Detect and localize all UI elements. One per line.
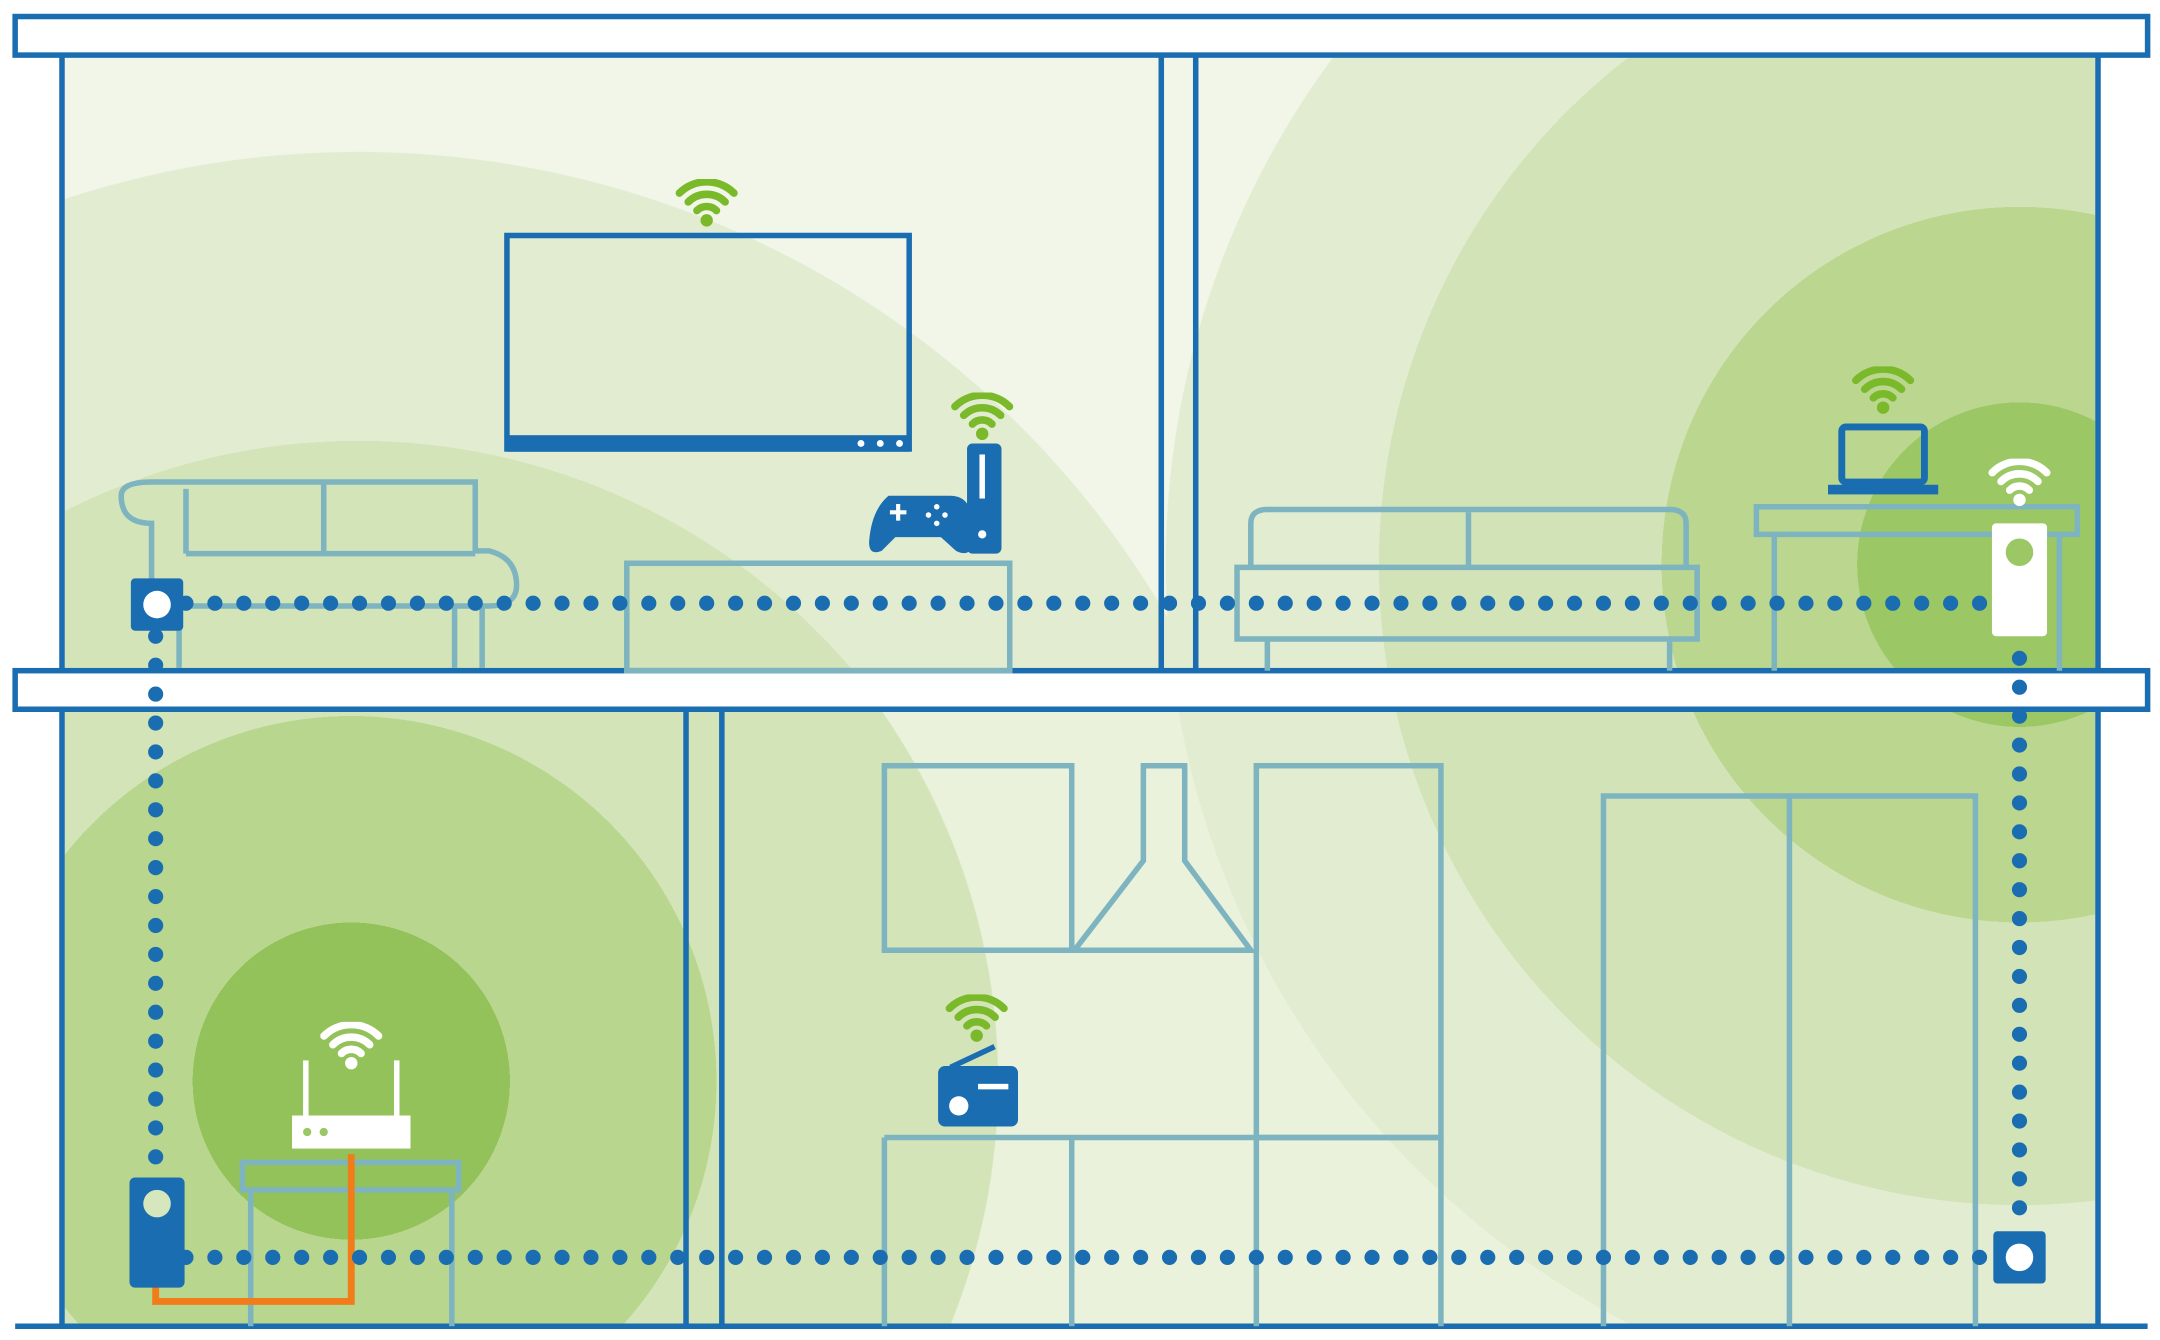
bed-icon — [1234, 506, 1700, 671]
coverage-right-upper — [64, 57, 2096, 670]
powerline-adapter-router-icon — [129, 1177, 185, 1288]
powerline-adapter-icon — [130, 578, 184, 631]
router-icon — [292, 1060, 411, 1149]
sofa-icon — [118, 479, 520, 668]
radio-icon — [938, 1044, 1019, 1127]
gamepad-icon — [869, 495, 973, 554]
tv-icon — [504, 232, 912, 452]
wardrobe-icon — [1600, 793, 1979, 1327]
wifi-powerline-adapter-icon — [1991, 523, 2048, 637]
coverage-zones — [64, 57, 2096, 1324]
powerline-adapter-icon — [1993, 1231, 2046, 1284]
game-console-icon — [967, 443, 1002, 554]
coverage-left-lower — [64, 710, 2096, 1324]
kitchen-icon — [881, 762, 1444, 1327]
tv-stand — [624, 560, 1013, 674]
laptop-icon — [1828, 423, 1939, 495]
powerline-dotted-link — [148, 595, 2028, 1265]
